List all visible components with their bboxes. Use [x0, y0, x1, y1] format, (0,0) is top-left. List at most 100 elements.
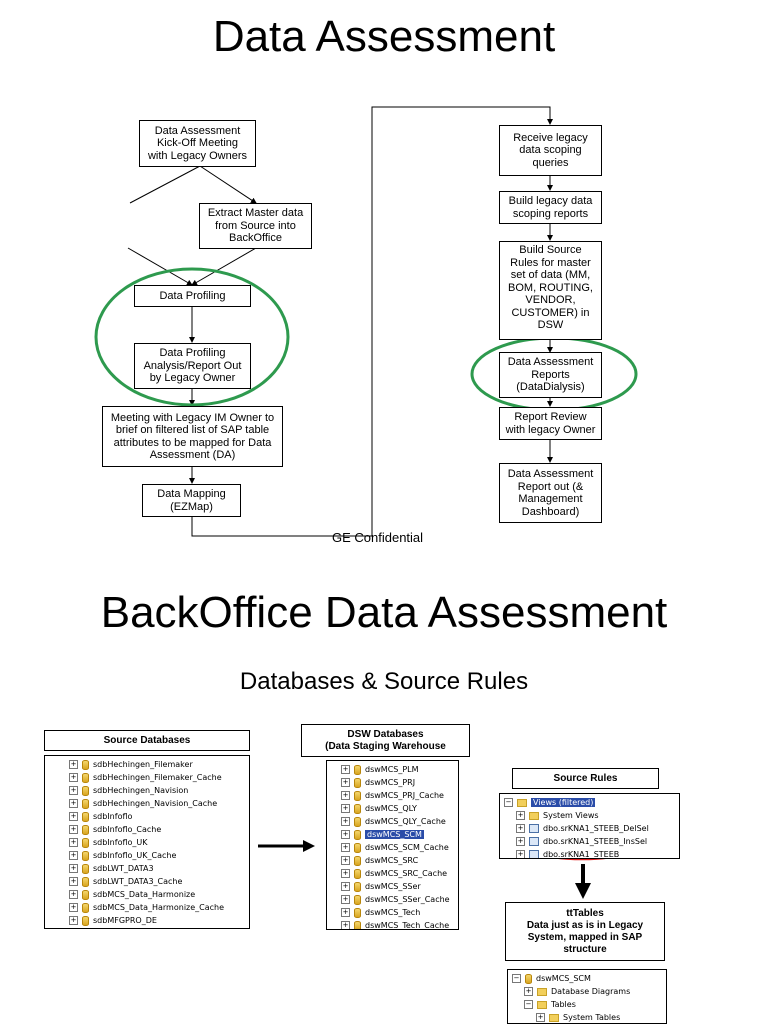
- source-rules-tree: −Views (filtered) +System Views +dbo.srK…: [499, 793, 680, 859]
- expand-icon[interactable]: +: [341, 921, 350, 929]
- database-row[interactable]: +sdbInfoflo: [69, 810, 249, 823]
- database-row[interactable]: + dswMCS_QLY_Cache: [341, 815, 458, 828]
- expand-icon[interactable]: +: [69, 877, 78, 886]
- database-row[interactable]: + dswMCS_PRJ: [341, 776, 458, 789]
- arrow-extract-profiling: [191, 247, 257, 286]
- database-row[interactable]: +sdbLWT_DATA3: [69, 862, 249, 875]
- expand-icon[interactable]: +: [516, 811, 525, 820]
- collapse-icon[interactable]: −: [504, 798, 513, 807]
- database-icon: [82, 785, 89, 796]
- database-row[interactable]: +sdbMCS_Data_Harmonize: [69, 888, 249, 901]
- expand-icon[interactable]: +: [341, 843, 350, 852]
- views-row[interactable]: −Views (filtered): [504, 796, 679, 809]
- database-row[interactable]: +dswMCS_PRJ_Cache: [341, 789, 458, 802]
- database-row[interactable]: + dswMCS_SRC_Cache: [341, 867, 458, 880]
- database-row[interactable]: +dswMCS_SRC: [341, 854, 458, 867]
- database-icon: [82, 850, 89, 861]
- database-label: dswMCS_PRJ: [365, 778, 416, 787]
- expand-icon[interactable]: +: [341, 791, 350, 800]
- expand-icon[interactable]: +: [341, 778, 350, 787]
- slide1-title: Data Assessment: [212, 12, 556, 61]
- database-row[interactable]: +sdbLWT_DATA3_Cache: [69, 875, 249, 888]
- database-label: sdbInfoflo_UK: [93, 838, 148, 847]
- expand-icon[interactable]: +: [341, 882, 350, 891]
- dsw-db-tree: +dswMCS_PLM+dswMCS_PRJ+dswMCS_PRJ_Cache+…: [326, 760, 459, 930]
- scm-item-row[interactable]: +System Tables: [512, 1011, 666, 1023]
- expand-icon[interactable]: +: [69, 799, 78, 808]
- expand-icon[interactable]: +: [536, 1013, 545, 1022]
- box-kickoff: Data Assessment Kick-Off Meeting with Le…: [139, 120, 256, 167]
- collapse-icon[interactable]: −: [512, 974, 521, 983]
- database-row[interactable]: +sdbMFGPRO_DE: [69, 914, 249, 927]
- database-row[interactable]: +sdbMCS_Data_Harmonize_Cache: [69, 901, 249, 914]
- database-row[interactable]: + sdbInfoflo_UK_Cache: [69, 849, 249, 862]
- arrow-kickoff-extract: [199, 165, 257, 204]
- box-da-reports: Data Assessment Reports (DataDialysis): [499, 352, 602, 398]
- database-row[interactable]: +sdbHechingen_Filemaker: [69, 758, 249, 771]
- expand-icon[interactable]: +: [341, 869, 350, 878]
- expand-icon[interactable]: +: [516, 824, 525, 833]
- expand-icon[interactable]: +: [69, 760, 78, 769]
- folder-icon: [529, 811, 539, 820]
- expand-icon[interactable]: +: [524, 987, 533, 996]
- database-label: dswMCS_SRC_Cache: [365, 869, 448, 878]
- database-row[interactable]: + dswMCS_QLY: [341, 802, 458, 815]
- database-row[interactable]: +dswMCS_SSer_Cache: [341, 893, 458, 906]
- database-icon: [82, 876, 89, 887]
- expand-icon[interactable]: +: [69, 903, 78, 912]
- expand-icon[interactable]: +: [341, 830, 350, 839]
- database-row[interactable]: +sdbHechingen_Navision_Cache: [69, 797, 249, 810]
- rule-row[interactable]: +dbo.srKNA1_STEEB_DelSel: [504, 822, 679, 835]
- expand-icon[interactable]: +: [69, 851, 78, 860]
- database-row[interactable]: +dswMCS_PLM: [341, 763, 458, 776]
- database-icon: [82, 811, 89, 822]
- database-icon: [82, 798, 89, 809]
- source-db-header: Source Databases: [44, 730, 250, 751]
- scm-root-row[interactable]: −dswMCS_SCM: [512, 972, 666, 985]
- expand-icon[interactable]: +: [516, 837, 525, 846]
- expand-icon[interactable]: +: [341, 804, 350, 813]
- database-label: sdbInfoflo_UK_Cache: [93, 851, 177, 860]
- database-row[interactable]: + sdbInfoflo_UK: [69, 836, 249, 849]
- box-da-report-out: Data Assessment Report out (& Management…: [499, 463, 602, 523]
- database-icon: [82, 902, 89, 913]
- source-rules-header: Source Rules: [512, 768, 659, 789]
- database-icon: [82, 772, 89, 783]
- expand-icon[interactable]: +: [341, 908, 350, 917]
- database-row[interactable]: +sdbHechingen_Filemaker_Cache: [69, 771, 249, 784]
- expand-icon[interactable]: +: [69, 864, 78, 873]
- database-icon: [354, 790, 361, 801]
- expand-icon[interactable]: +: [69, 825, 78, 834]
- database-row[interactable]: +dswMCS_SCM: [341, 828, 458, 841]
- rule-row[interactable]: +dbo.srKNA1_STEEB: [504, 848, 679, 858]
- expand-icon[interactable]: +: [69, 812, 78, 821]
- database-label: dswMCS_QLY_Cache: [365, 817, 446, 826]
- database-row[interactable]: +dswMCS_SCM_Cache: [341, 841, 458, 854]
- database-icon: [354, 881, 361, 892]
- expand-icon[interactable]: +: [341, 856, 350, 865]
- collapse-icon[interactable]: −: [524, 1000, 533, 1009]
- database-label: dswMCS_QLY: [365, 804, 417, 813]
- database-row[interactable]: +dswMCS_SSer: [341, 880, 458, 893]
- expand-icon[interactable]: +: [516, 850, 525, 858]
- expand-icon[interactable]: +: [341, 895, 350, 904]
- expand-icon[interactable]: +: [69, 916, 78, 925]
- box-build-reports: Build legacy data scoping reports: [499, 191, 602, 224]
- database-row[interactable]: +dswMCS_Tech: [341, 906, 458, 919]
- expand-icon[interactable]: +: [69, 838, 78, 847]
- expand-icon[interactable]: +: [69, 773, 78, 782]
- rule-row[interactable]: +dbo.srKNA1_STEEB_InsSel: [504, 835, 679, 848]
- box-report-review: Report Review with legacy Owner: [499, 407, 602, 440]
- expand-icon[interactable]: +: [69, 890, 78, 899]
- scm-item-row[interactable]: −Tables: [512, 998, 666, 1011]
- database-row[interactable]: +sdbInfoflo_Cache: [69, 823, 249, 836]
- scm-item-row[interactable]: +Database Diagrams: [512, 985, 666, 998]
- folder-icon: [537, 987, 547, 996]
- expand-icon[interactable]: +: [69, 786, 78, 795]
- database-row[interactable]: +sdbHechingen_Navision: [69, 784, 249, 797]
- expand-icon[interactable]: +: [341, 765, 350, 774]
- database-row[interactable]: +dswMCS_Tech_Cache: [341, 919, 458, 929]
- box-build-source: Build Source Rules for master set of dat…: [499, 241, 602, 340]
- system-views-row[interactable]: +System Views: [504, 809, 679, 822]
- expand-icon[interactable]: +: [341, 817, 350, 826]
